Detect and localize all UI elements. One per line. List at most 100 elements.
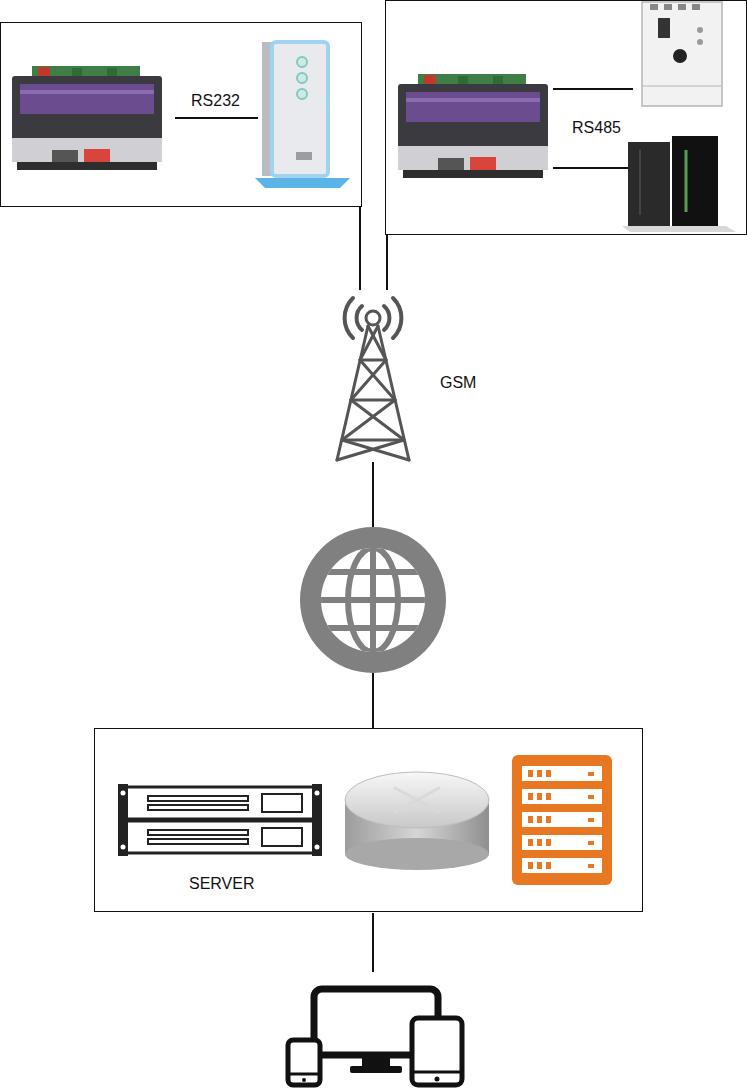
radio-tower-part xyxy=(345,298,353,338)
client-devices-part xyxy=(288,1040,320,1085)
internet-globe-part xyxy=(300,527,446,673)
rack-server-part xyxy=(315,791,320,796)
database-server-part-part xyxy=(522,858,602,873)
database-server-part-part xyxy=(537,770,542,777)
database-server-part-part xyxy=(588,795,594,799)
router-device-part xyxy=(297,89,307,99)
internet-globe xyxy=(300,527,446,673)
plc-controller-part xyxy=(673,49,687,63)
radio-tower-part xyxy=(357,306,362,330)
database-server-part-part xyxy=(588,841,594,845)
network-router-part xyxy=(345,838,489,870)
modem-gateway-part xyxy=(72,68,82,76)
radio-tower-part-part xyxy=(337,440,404,460)
rack-server-part xyxy=(148,794,302,846)
node-label: SERVER xyxy=(189,874,255,894)
radio-tower-part xyxy=(366,311,380,325)
rack-server xyxy=(118,784,322,856)
radio-tower-part-part xyxy=(360,360,395,400)
tower-server-part xyxy=(685,150,688,212)
database-server-part xyxy=(522,766,602,873)
client-devices-part xyxy=(435,1077,440,1082)
rack-server-part-part xyxy=(262,828,302,846)
rack-server-part xyxy=(124,787,316,819)
radio-tower-part-part xyxy=(351,399,395,402)
database-server-part-part xyxy=(588,772,594,776)
rack-server-part-part xyxy=(148,796,248,801)
router-device-part xyxy=(272,42,328,176)
radio-tower-part-part xyxy=(360,326,378,360)
rack-server-part xyxy=(118,784,128,856)
tower-server-part xyxy=(622,226,736,232)
router-device xyxy=(255,42,350,188)
modem-gateway xyxy=(398,74,548,178)
client-devices-part xyxy=(302,1078,306,1082)
rack-server-part-part xyxy=(148,805,248,810)
site-frame: RS485 xyxy=(385,0,747,235)
plc-controller xyxy=(642,2,722,106)
internet-globe-part-part xyxy=(348,548,398,652)
modem-gateway-part xyxy=(107,68,117,76)
database-server-part-part xyxy=(537,816,542,823)
database-server-part-part xyxy=(546,770,551,777)
plc-controller-part xyxy=(678,4,686,10)
database-server-part-part xyxy=(522,789,602,804)
plc-controller-part xyxy=(697,39,703,45)
modem-gateway-part xyxy=(438,158,464,170)
radio-tower-part-part xyxy=(368,326,386,360)
plc-controller-part xyxy=(642,2,722,106)
site-frame: RS232 xyxy=(0,22,362,207)
router-device-part xyxy=(296,152,312,160)
database-server-part-part xyxy=(546,816,551,823)
radio-tower-part-part xyxy=(351,360,386,400)
modem-gateway-part xyxy=(84,149,110,164)
database-server-part-part xyxy=(546,839,551,846)
radio-tower xyxy=(337,298,409,460)
database-server-part-part xyxy=(546,793,551,800)
server-group: SERVER xyxy=(94,728,643,912)
modem-gateway-part xyxy=(424,75,436,85)
network-router-part xyxy=(395,788,439,812)
modem-gateway xyxy=(12,66,162,170)
plc-controller-part xyxy=(697,27,703,33)
database-server-part-part xyxy=(528,770,533,777)
plc-controller-part xyxy=(658,18,670,38)
radio-tower-part xyxy=(384,306,389,330)
node-label: RS485 xyxy=(572,118,621,138)
database-server-part xyxy=(528,770,594,869)
serial-wire-part xyxy=(553,167,633,169)
client-devices-part xyxy=(350,1066,402,1073)
database-server xyxy=(512,755,612,885)
internet-globe-part xyxy=(315,540,431,660)
database-server-part-part xyxy=(528,862,533,869)
database-server-part-part xyxy=(528,793,533,800)
network-link xyxy=(372,462,374,728)
modem-gateway-part xyxy=(17,162,157,170)
serial-wire-part xyxy=(553,88,633,90)
network-router xyxy=(345,772,489,870)
database-server-part-part xyxy=(522,812,602,827)
radio-tower-part xyxy=(337,326,409,460)
client-devices-part xyxy=(414,1071,460,1074)
database-server-part-part xyxy=(546,862,551,869)
modem-gateway-part xyxy=(52,150,78,162)
rack-server-part xyxy=(121,791,126,796)
client-devices-part xyxy=(412,1018,462,1085)
gsm-tower: GSM xyxy=(330,290,490,462)
router-device-part xyxy=(255,178,350,188)
modem-gateway-part xyxy=(398,84,548,148)
rack-server-part xyxy=(124,821,316,853)
node-label: RS232 xyxy=(191,91,240,111)
network-link xyxy=(386,235,388,290)
tower-server-part xyxy=(628,142,670,226)
tower-server-part xyxy=(672,136,718,226)
network-router-part xyxy=(345,772,489,828)
router-device-part xyxy=(297,73,307,83)
database-server-part-part xyxy=(537,862,542,869)
rack-server-part xyxy=(312,784,322,856)
modem-gateway-part xyxy=(20,84,154,114)
rack-server-part xyxy=(315,845,320,850)
tower-server xyxy=(622,136,736,232)
rack-server-part-part xyxy=(262,794,302,812)
radio-tower-part-part xyxy=(360,359,386,362)
